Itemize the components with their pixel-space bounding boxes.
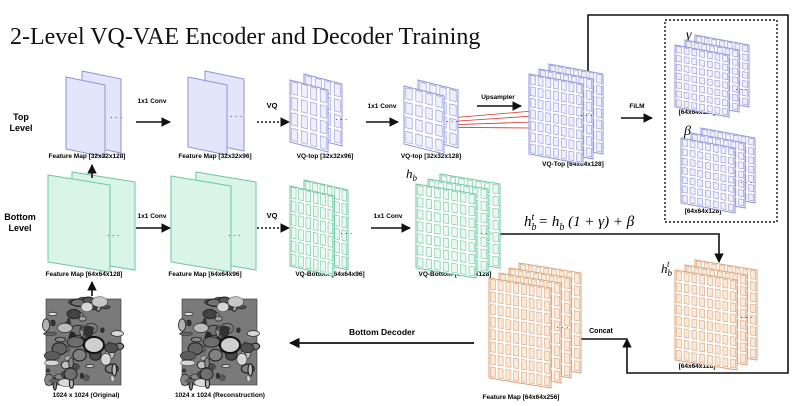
film-equation: hbt = hb (1 + γ) + β [524,212,635,233]
vq-top-96-tensor: · · · [289,73,347,153]
arrow-modulation [500,233,724,263]
label-bottom-vq: VQ [267,211,278,220]
bottom-feature-map-96: · · · [170,171,257,273]
top-level-label-line1: Top [13,112,29,122]
dots-marker: · · · [228,231,240,240]
bottom-level-label-line2: Level [8,223,31,233]
caption-reconstruction: 1024 x 1024 (Reconstruction) [175,392,265,399]
caption-vq-top-64: VQ-Top [64x64x128] [542,161,604,168]
label-top-conv2: 1x1 Conv [368,103,397,110]
vq-bottom-96-tensor: · · · [289,179,352,277]
beta-symbol: β [683,124,691,139]
label-concat: Concat [589,328,613,335]
bottom-level-label-line1: Bottom [4,212,36,222]
caption-original: 1024 x 1024 (Original) [53,392,120,399]
dots-marker: · · · [556,323,568,332]
diagram-title: 2-Level VQ-VAE Encoder and Decoder Train… [10,24,480,50]
caption-vq-top-96: VQ-top [32x32x96] [297,153,354,160]
caption-modulated-dim: [64x64x128] [679,363,716,370]
film-parameters-box [664,19,778,223]
vq-top-64-tensor: · · · [528,63,604,165]
hbt-label: hbt [661,259,673,278]
label-upsampler: Upsampler [481,94,515,101]
dots-marker: · · · [740,178,752,187]
dots-marker: · · · [480,229,492,238]
bottom-feature-map-128: · · · [47,171,136,273]
dots-marker: · · · [740,313,752,322]
dots-marker: · · · [107,231,119,240]
top-feature-map-96: · · · [187,70,245,156]
concat-feature-map-tensor: · · · [488,262,582,389]
caption-vq-top-128: VQ-top [32x32x128] [401,153,461,160]
beta-tensor: · · · [680,127,756,214]
label-top-conv1: 1x1 Conv [138,98,167,105]
caption-bottom-fm96: Feature Map [64x64x96] [168,271,241,278]
modulated-hbt-tensor: · · · [674,259,758,371]
caption-bottom-fm128: Feature Map [64x64x128] [46,271,123,278]
dots-marker: · · · [230,112,242,121]
label-bottom-conv2: 1x1 Conv [374,213,403,220]
label-top-vq: VQ [267,101,278,110]
label-film: FiLM [629,103,644,110]
gamma-tensor: · · · [674,34,750,118]
original-em-image [42,296,125,391]
hb-label: hb [406,166,418,183]
feedback-line-vq-top-to-concat [587,14,789,374]
caption-beta-dim: [64x64x128] [685,208,722,215]
dots-marker: · · · [340,229,352,238]
top-feature-map-128: · · · [65,70,122,158]
label-bottom-conv1: 1x1 Conv [138,213,167,220]
dots-marker: · · · [580,111,592,120]
dots-marker: · · · [335,115,347,124]
top-level-label-line2: Level [9,123,32,133]
dots-marker: · · · [446,117,458,126]
caption-top-fm96: Feature Map [32x32x96] [178,153,251,160]
caption-top-fm128: Feature Map [32x32x128] [49,153,126,160]
vq-bottom-128-tensor: · · · [415,173,501,279]
reconstructed-em-image [178,296,261,391]
caption-concat-map: Feature Map [64x64x256] [483,394,560,401]
caption-gamma-dim: [64x64x128] [679,109,716,116]
dots-marker: · · · [735,85,747,94]
gamma-symbol: γ [686,28,692,43]
vq-top-128-tensor: · · · [403,79,459,155]
label-bottom-decoder: Bottom Decoder [349,327,416,337]
dots-marker: · · · [110,113,122,122]
